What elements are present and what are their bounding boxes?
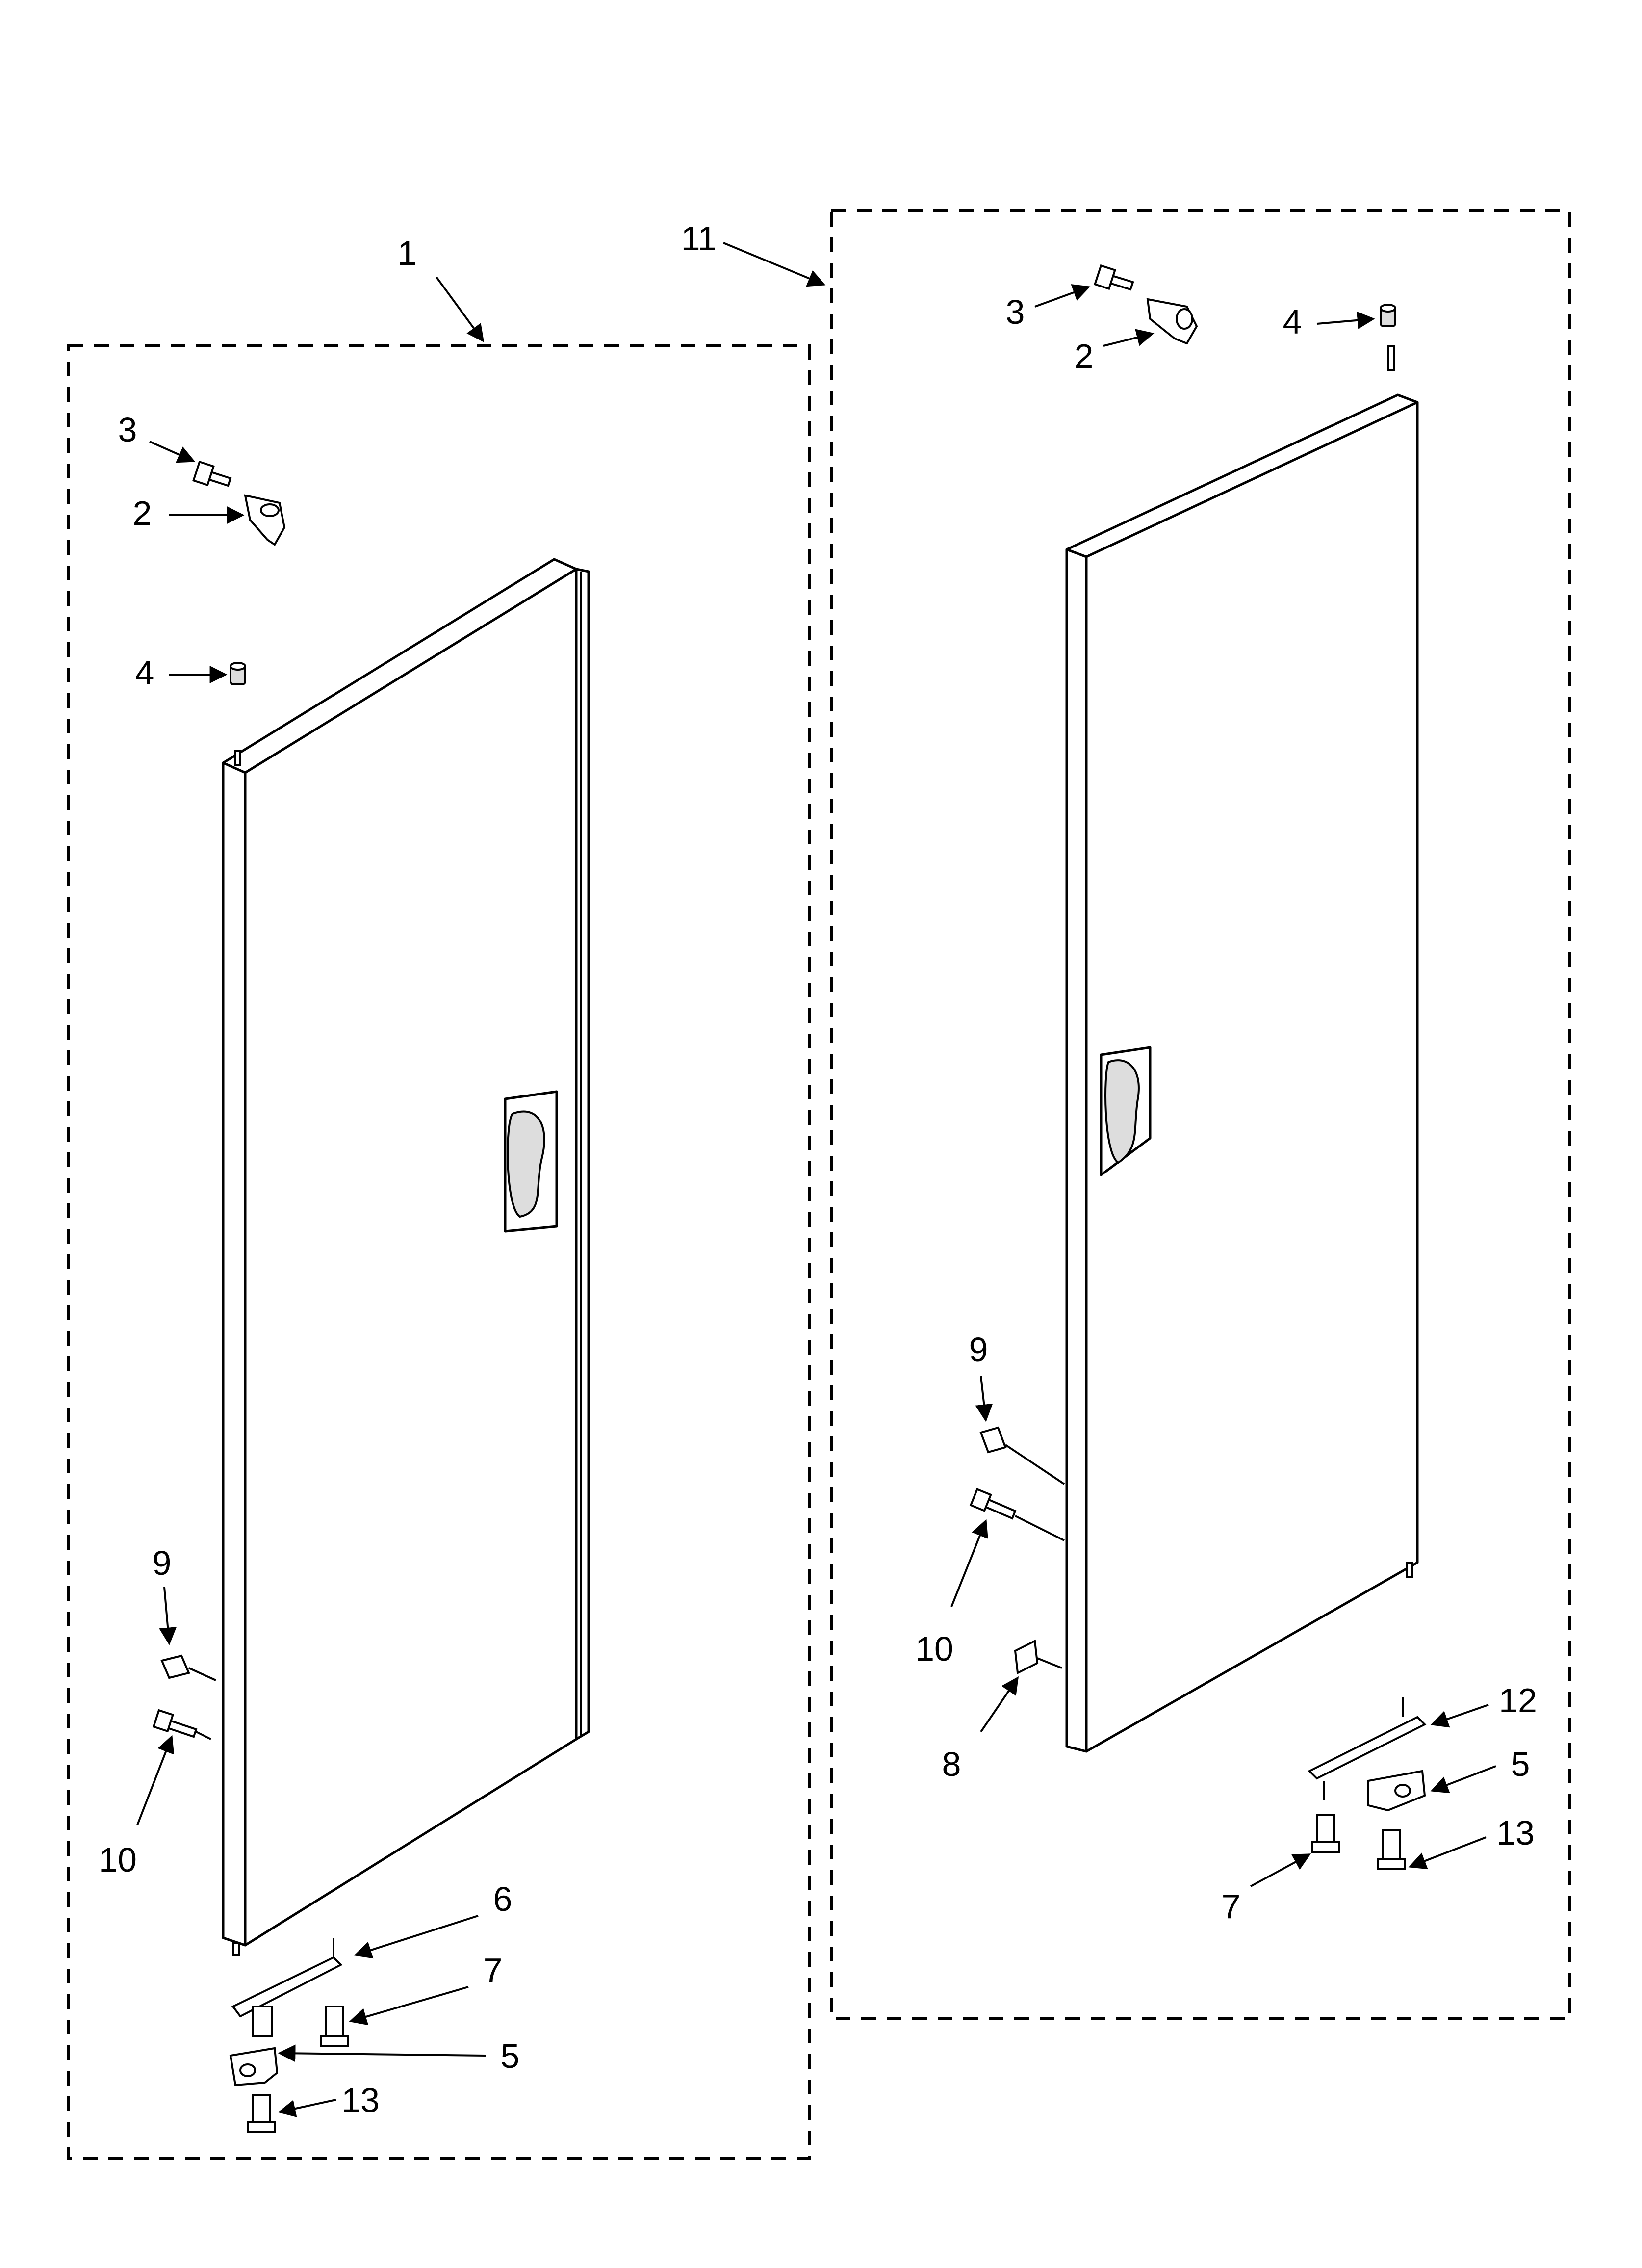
left-label-10: 10: [99, 1841, 137, 1879]
right-label-9: 9: [969, 1330, 988, 1369]
right-label-8: 8: [942, 1745, 961, 1783]
right-screw-top-part: [1094, 264, 1134, 291]
right-screw-handle-part: [969, 1488, 1065, 1541]
left-plug-part: [160, 1654, 216, 1681]
right-pad-part: [1014, 1639, 1062, 1675]
left-screw-top-part: [192, 460, 232, 487]
left-label-6: 6: [493, 1880, 513, 1918]
right-assembly-label: 11: [681, 219, 717, 258]
right-label-4: 4: [1283, 303, 1302, 341]
left-door-handle: [504, 1090, 558, 1233]
left-assembly-boundary: [67, 344, 811, 2160]
right-label-7: 7: [1222, 1887, 1241, 1926]
right-label-10: 10: [915, 1630, 953, 1668]
right-assembly-boundary: [830, 209, 1571, 2020]
left-door: [222, 558, 590, 1956]
right-door-assembly: 11 3 2 4 9 10 8 12 5 13 7: [681, 209, 1571, 2020]
right-label-5: 5: [1511, 1745, 1530, 1783]
right-label-2: 2: [1075, 337, 1094, 375]
right-bushing-part: [1380, 304, 1396, 327]
right-label-3: 3: [1006, 293, 1025, 331]
left-label-3: 3: [118, 411, 137, 449]
right-hinge-top-part: [1146, 298, 1198, 345]
right-door-handle: [1100, 1046, 1152, 1176]
left-hinge-bottom-part: [229, 2047, 279, 2086]
right-hinge-bottom-part: [1367, 1770, 1426, 1812]
left-label-7: 7: [484, 1951, 503, 1989]
left-screw-shim-part: [320, 2006, 349, 2047]
left-label-13: 13: [341, 2081, 380, 2119]
right-shim-part: [1308, 1697, 1427, 1800]
left-shim-part: [231, 1938, 343, 2037]
right-screw-bottom-part: [1377, 1829, 1406, 1870]
right-door: [1065, 345, 1419, 1753]
left-door-assembly: 1 3 2 4 9 10 6 7 5 13: [67, 234, 811, 2160]
left-screw-bottom-part: [247, 2094, 276, 2133]
left-label-2: 2: [133, 494, 152, 532]
left-hinge-top-part: [244, 494, 286, 546]
left-label-5: 5: [501, 2037, 520, 2075]
right-label-12: 12: [1499, 1681, 1537, 1720]
left-screw-handle-part: [152, 1709, 211, 1740]
left-assembly-label: 1: [398, 234, 417, 272]
right-plug-part: [979, 1426, 1065, 1485]
left-label-9: 9: [153, 1544, 172, 1582]
right-screw-shim-part: [1311, 1814, 1340, 1853]
right-label-13: 13: [1496, 1814, 1535, 1852]
left-bushing-part: [230, 662, 246, 685]
left-label-4: 4: [135, 653, 154, 692]
